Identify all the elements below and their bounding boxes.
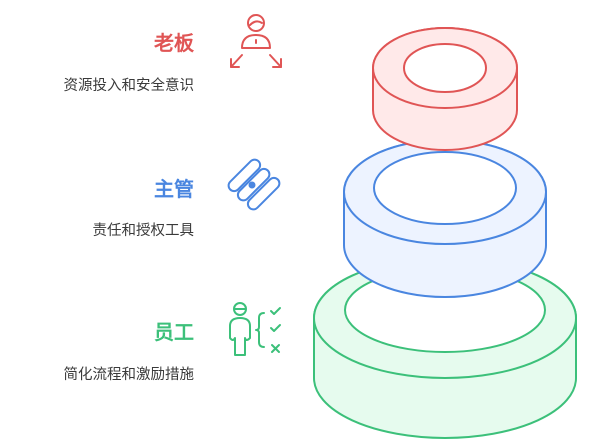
tier-desc-boss: 资源投入和安全意识 — [63, 78, 195, 94]
tier-title-employee: 员工 — [154, 320, 194, 344]
person-arrows-icon — [230, 14, 282, 68]
person-checklist-icon — [229, 302, 281, 356]
tools-icon — [227, 158, 281, 211]
tier-title-manager: 主管 — [154, 177, 194, 201]
tier-desc-employee: 简化流程和激励措施 — [63, 367, 195, 383]
tier-desc-manager: 责任和授权工具 — [92, 223, 195, 239]
blue-ring — [343, 139, 547, 298]
red-ring — [372, 27, 518, 151]
tier-title-boss: 老板 — [154, 31, 194, 55]
